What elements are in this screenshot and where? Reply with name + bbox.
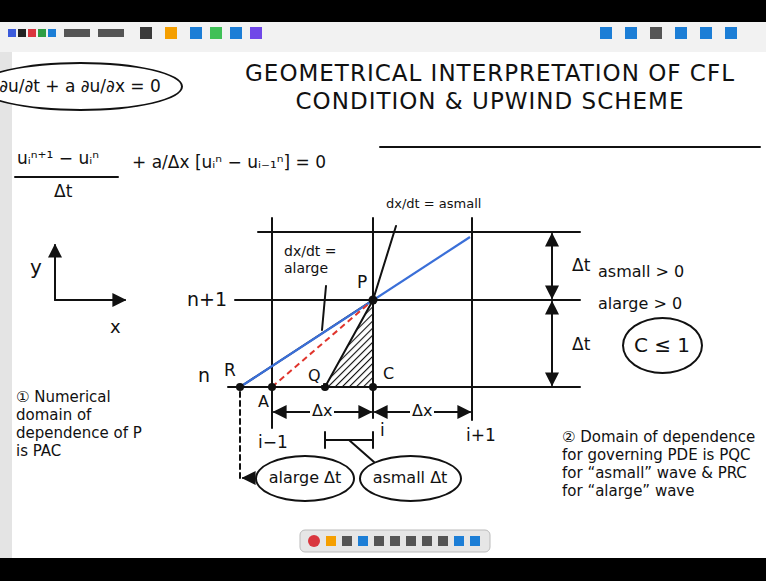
equation-ellipse: ∂u/∂t + a ∂u/∂x = 0: [0, 62, 183, 111]
pen-toolbar: [300, 530, 490, 552]
dimension-arrow: [551, 234, 553, 298]
grid-index: i−1: [256, 432, 290, 452]
equation-term: Δt: [52, 181, 74, 201]
grid-index: i: [378, 420, 387, 440]
time-level: n+1: [185, 288, 229, 311]
side-strip: [0, 52, 12, 558]
axis-label: x: [108, 316, 123, 338]
time-level: n: [196, 364, 212, 387]
grid-line: [235, 299, 580, 301]
note: ② Domain of dependence for governing PDE…: [560, 428, 764, 500]
bracket: [243, 477, 254, 479]
grid-index: i+1: [464, 425, 498, 445]
rule-line: [380, 146, 760, 148]
fraction-bar: [15, 176, 118, 178]
bracket: [372, 432, 374, 448]
step-label: Δx: [310, 401, 334, 420]
leader-line: [322, 286, 326, 330]
toolbar-icons: [8, 27, 737, 39]
blue-characteristic: [240, 237, 470, 387]
node-text: ∂u/∂t + a ∂u/∂x = 0: [0, 76, 161, 96]
dimension-arrow: [551, 302, 553, 385]
point-label: C: [381, 364, 396, 383]
distance-oval: alarge Δt: [255, 455, 355, 502]
numerical-dependence-line: [272, 300, 373, 387]
condition-label: asmall > 0: [596, 262, 686, 281]
hatched-domain: [325, 300, 373, 387]
bracket: [239, 392, 241, 482]
equation-term: uᵢⁿ⁺¹ − uᵢⁿ: [15, 148, 101, 168]
top-band: [0, 0, 766, 22]
grid-line: [271, 218, 273, 428]
node-text: asmall Δt: [373, 468, 448, 487]
grid-points: [236, 296, 378, 392]
y-axis: [54, 245, 56, 300]
point-label: Q: [306, 366, 323, 385]
note: ① Numerical domain of dependence of P is…: [14, 388, 158, 460]
slope-label: dx/dt = asmall: [384, 196, 483, 212]
node-text: C ≤ 1: [634, 333, 690, 357]
characteristic-line: [373, 226, 396, 300]
point-label: R: [222, 360, 238, 380]
step-label: Δx: [410, 401, 434, 420]
bracket: [349, 440, 374, 462]
condition-label: alarge > 0: [596, 294, 684, 313]
step-label: Δt: [570, 334, 592, 354]
point-label: A: [256, 392, 271, 411]
grid-line: [228, 386, 580, 388]
grid-line: [471, 218, 473, 420]
x-axis: [55, 299, 125, 301]
toolbar: [0, 22, 766, 52]
step-label: Δt: [570, 255, 592, 275]
distance-oval: asmall Δt: [359, 455, 462, 502]
grid-line: [258, 231, 580, 233]
bracket: [324, 432, 326, 448]
bottom-band: [0, 558, 766, 581]
condition-ellipse: C ≤ 1: [622, 317, 703, 374]
slide-title: GEOMETRICAL INTERPRETATION OF CFL CONDIT…: [230, 60, 750, 115]
axis-label: y: [28, 255, 44, 279]
slope-label: dx/dt = alarge: [282, 243, 358, 277]
node-text: alarge Δt: [269, 468, 342, 487]
equation-term: + a/Δx [uᵢⁿ − uᵢ₋₁ⁿ] = 0: [130, 152, 328, 172]
